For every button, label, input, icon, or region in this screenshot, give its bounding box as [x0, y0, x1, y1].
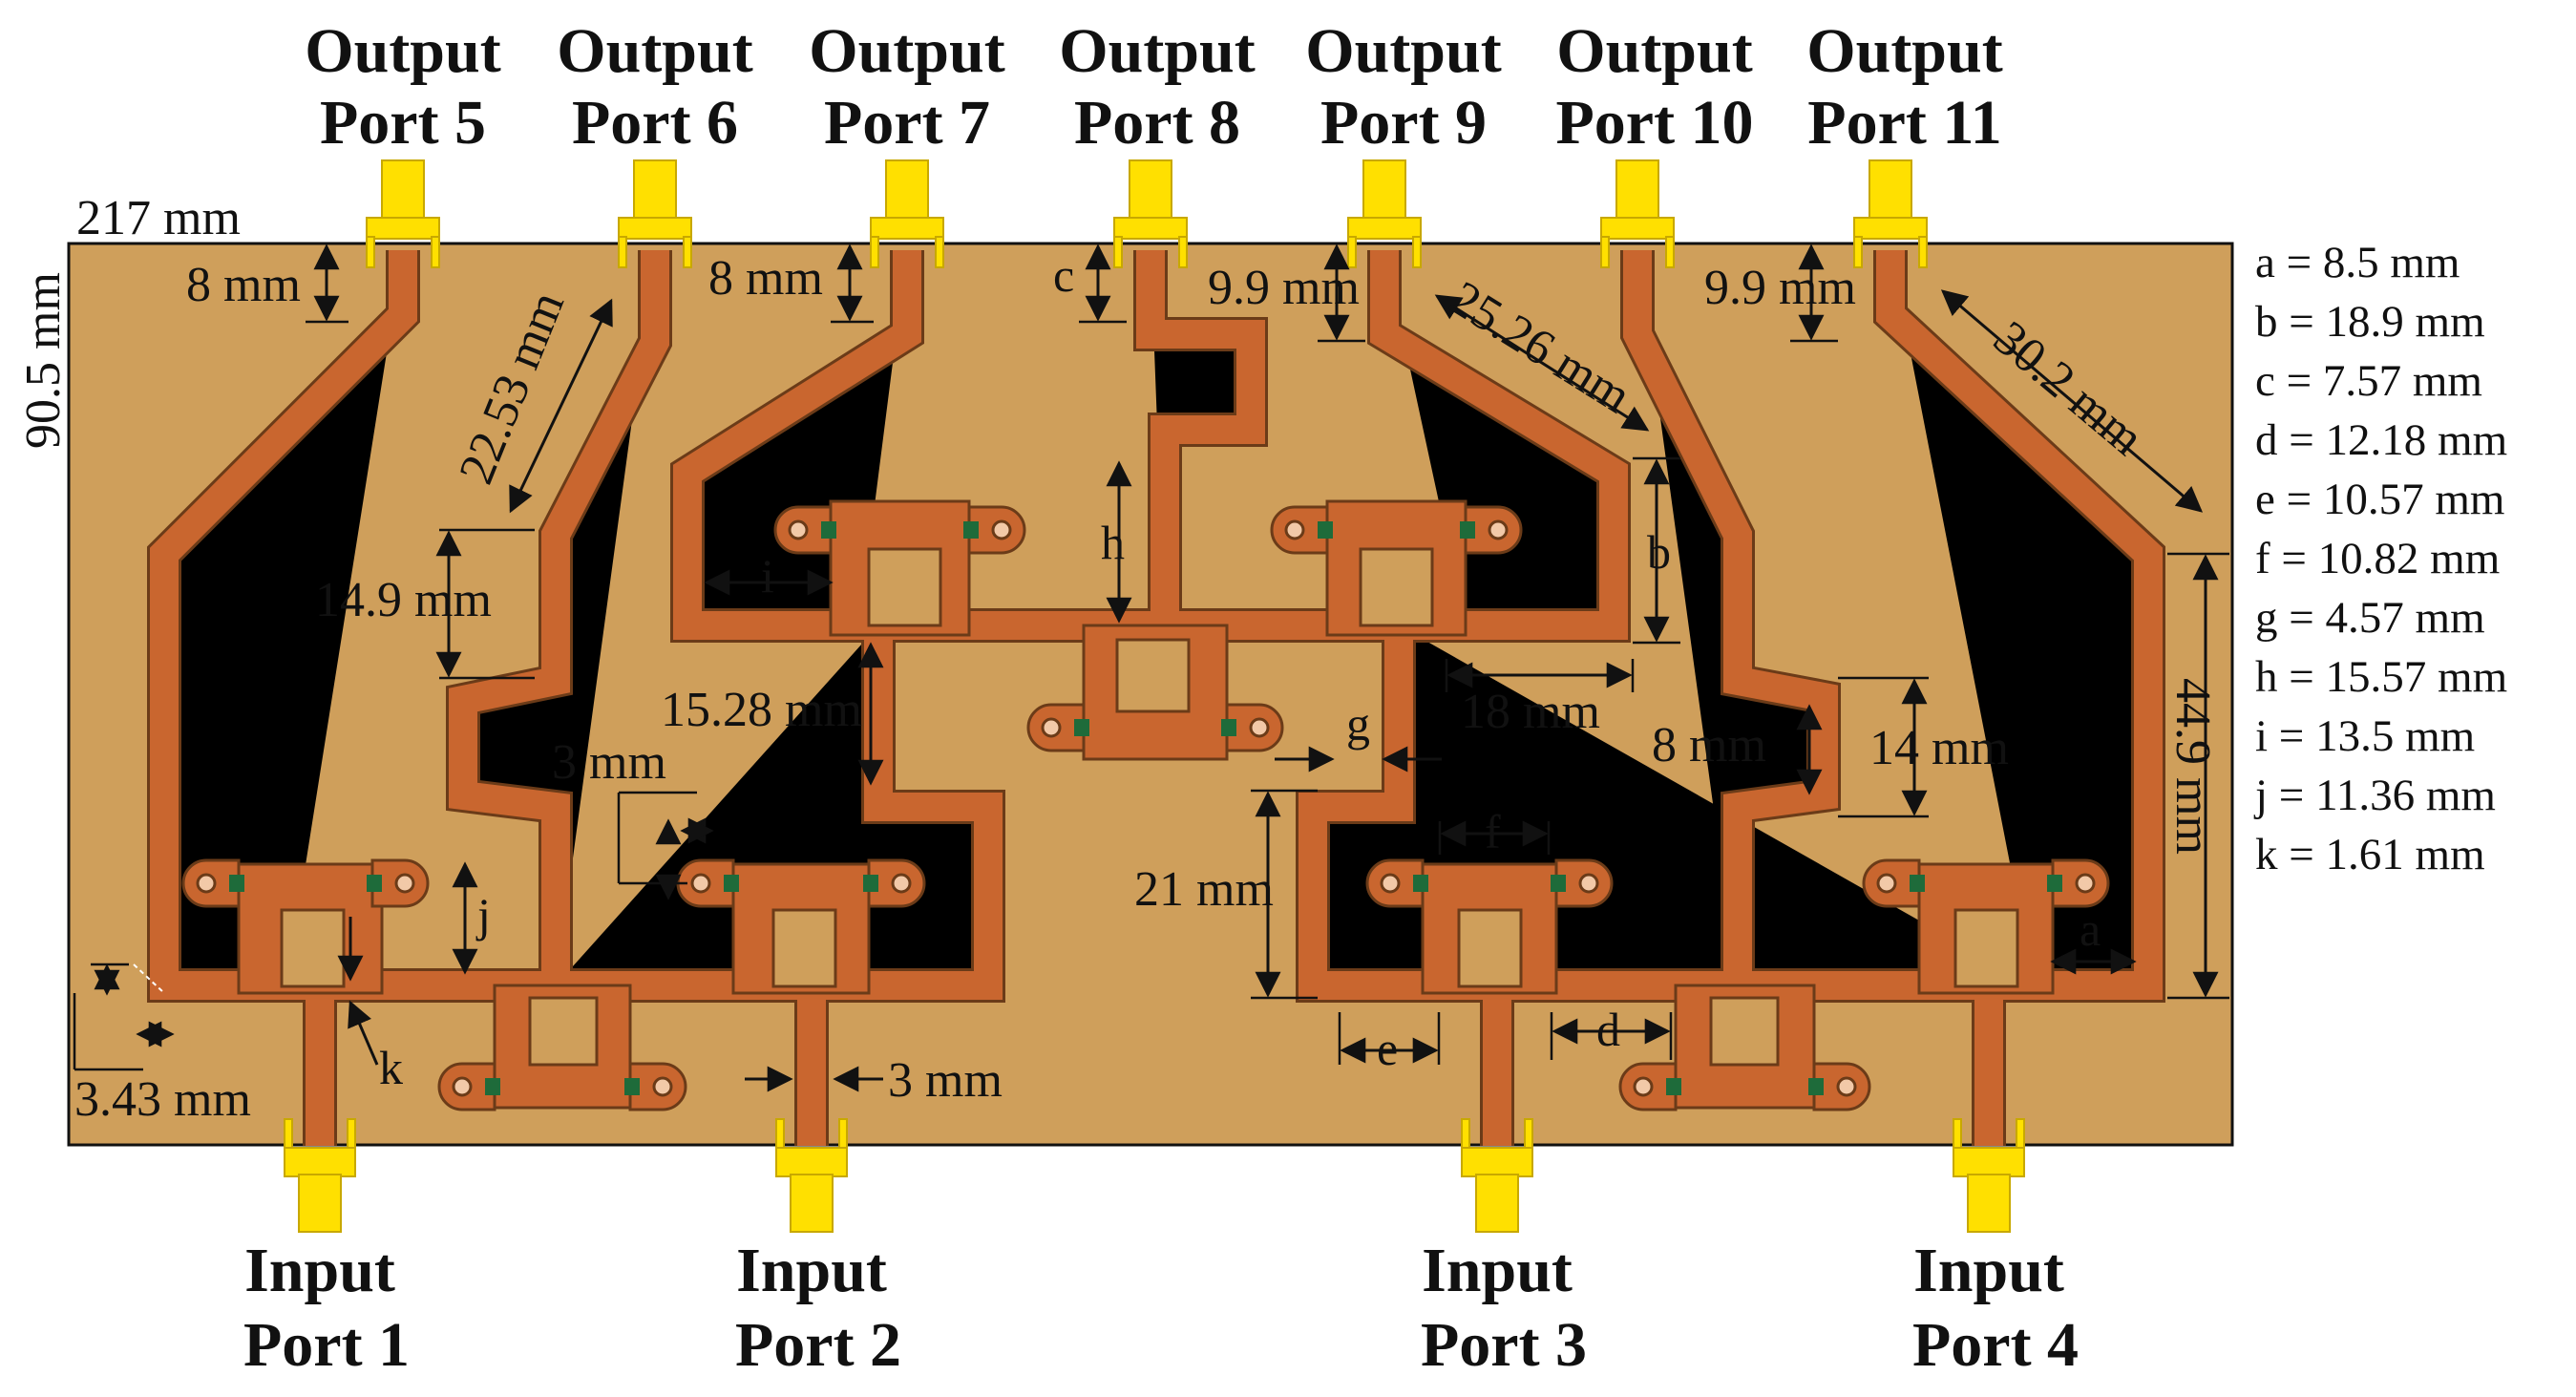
- output-port-5-line2: Port 5: [320, 88, 486, 158]
- legend-d: d = 12.18 mm: [2255, 415, 2507, 465]
- dimension-legend: a = 8.5 mm b = 18.9 mm c = 7.57 mm d = 1…: [2253, 238, 2507, 879]
- letter-c: c: [1053, 248, 1074, 302]
- letter-labels: a b c d e f g h i j k: [379, 248, 2101, 1094]
- sma-connector-port5: [366, 159, 440, 268]
- output-port-11-line2: Port 11: [1807, 88, 2001, 158]
- letter-e: e: [1377, 1022, 1398, 1075]
- input-port-1-line2: Port 1: [243, 1310, 410, 1380]
- output-port-8-line2: Port 8: [1074, 88, 1240, 158]
- sma-connector-port11: [1853, 159, 1928, 268]
- output-port-7-line1: Output: [809, 16, 1004, 86]
- legend-e: e = 10.57 mm: [2255, 475, 2504, 524]
- dim-44-9: 44.9 mm: [2165, 678, 2220, 855]
- letter-k: k: [379, 1041, 403, 1094]
- input-connectors: [284, 1118, 2025, 1233]
- input-port-2-line1: Input: [736, 1236, 887, 1305]
- input-port-3-line1: Input: [1422, 1236, 1573, 1305]
- output-port-10-line2: Port 10: [1555, 88, 1753, 158]
- board-width-label: 217 mm: [76, 191, 241, 245]
- letter-g: g: [1346, 697, 1370, 751]
- letter-a: a: [2080, 902, 2101, 956]
- legend-c: c = 7.57 mm: [2255, 356, 2482, 406]
- legend-g: g = 4.57 mm: [2255, 593, 2485, 643]
- dim-8mm-right: 8 mm: [1652, 718, 1766, 773]
- dim-14: 14 mm: [1869, 721, 2009, 775]
- dim-3mm-line: 3 mm: [888, 1053, 1003, 1108]
- legend-j: j = 11.36 mm: [2253, 771, 2496, 820]
- letter-f: f: [1485, 805, 1501, 858]
- dim-21: 21 mm: [1134, 862, 1274, 917]
- sma-connector-port9: [1347, 159, 1422, 268]
- output-port-5-line1: Output: [305, 16, 500, 86]
- input-port-4-line1: Input: [1913, 1236, 2064, 1305]
- dimension-lines: [73, 242, 2229, 1092]
- sma-connector-port2: [775, 1118, 848, 1233]
- letter-i: i: [761, 549, 774, 603]
- dim-18: 18 mm: [1461, 685, 1600, 739]
- letter-b: b: [1647, 525, 1671, 579]
- legend-b: b = 18.9 mm: [2255, 297, 2485, 347]
- legend-i: i = 13.5 mm: [2255, 711, 2475, 761]
- input-port-4-line2: Port 4: [1912, 1310, 2079, 1380]
- board-height-label: 90.5 mm: [16, 272, 71, 449]
- input-port-2-line2: Port 2: [735, 1310, 901, 1380]
- output-port-6-line2: Port 6: [572, 88, 738, 158]
- legend-f: f = 10.82 mm: [2255, 534, 2500, 583]
- dim-8mm-left: 8 mm: [186, 258, 301, 312]
- legend-a: a = 8.5 mm: [2255, 238, 2460, 287]
- output-port-7-line2: Port 7: [824, 88, 990, 158]
- sma-connector-port3: [1461, 1118, 1533, 1233]
- sma-connector-port10: [1600, 159, 1675, 268]
- dim-9-9-a: 9.9 mm: [1208, 261, 1360, 315]
- sma-connector-port6: [618, 159, 692, 268]
- letter-j: j: [475, 888, 491, 942]
- legend-h: h = 15.57 mm: [2255, 652, 2507, 702]
- letter-d: d: [1596, 1003, 1620, 1056]
- output-connectors: [366, 159, 1928, 268]
- dim-15-28: 15.28 mm: [661, 683, 862, 737]
- dim-8mm-mid: 8 mm: [708, 251, 823, 306]
- output-port-8-line1: Output: [1059, 16, 1255, 86]
- output-port-9-line1: Output: [1305, 16, 1501, 86]
- dim-9-9-b: 9.9 mm: [1704, 261, 1856, 315]
- sma-connector-port8: [1113, 159, 1188, 268]
- output-port-10-line1: Output: [1556, 16, 1752, 86]
- dim-3mm-gap: 3 mm: [552, 735, 666, 790]
- legend-k: k = 1.61 mm: [2255, 830, 2485, 879]
- dim-14-9: 14.9 mm: [315, 573, 492, 627]
- sma-connector-port1: [284, 1118, 356, 1233]
- output-port-labels: Output Port 5 Output Port 6 Output Port …: [305, 16, 2002, 158]
- sma-connector-port7: [870, 159, 944, 268]
- dim-3-43: 3.43 mm: [74, 1072, 251, 1127]
- input-port-3-line2: Port 3: [1421, 1310, 1587, 1380]
- input-port-1-line1: Input: [244, 1236, 395, 1305]
- output-port-11-line1: Output: [1806, 16, 2002, 86]
- output-port-9-line2: Port 9: [1320, 88, 1487, 158]
- input-port-labels: Input Port 1 Input Port 2 Input Port 3 I…: [243, 1236, 2079, 1380]
- sma-connector-port4: [1953, 1118, 2025, 1233]
- letter-h: h: [1101, 516, 1125, 569]
- output-port-6-line1: Output: [557, 16, 752, 86]
